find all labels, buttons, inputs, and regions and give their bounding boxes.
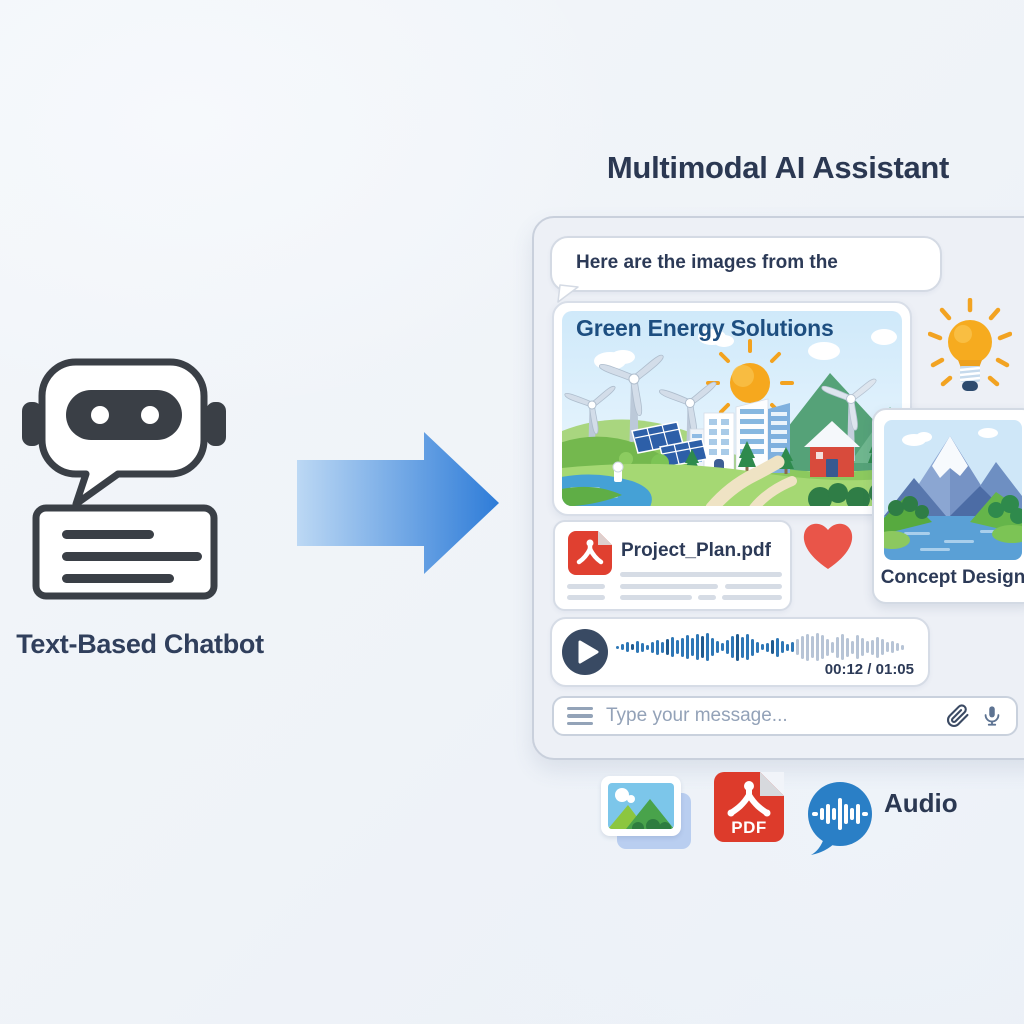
bubble-tail [557, 284, 579, 303]
image-icon-picture [608, 783, 674, 829]
audio-player[interactable]: 00:12 / 01:05 [550, 617, 930, 687]
heart-icon [803, 523, 853, 569]
microphone-icon[interactable] [981, 704, 1003, 728]
pdf-attachment-card[interactable]: Project_Plan.pdf [553, 520, 792, 611]
paperclip-icon[interactable] [946, 704, 970, 728]
pdf-filename: Project_Plan.pdf [621, 540, 771, 561]
audio-legend-label: Audio [884, 788, 958, 818]
assistant-message-bubble: Here are the images from the presentatio… [550, 236, 942, 323]
image-icon [601, 776, 681, 836]
page-title: Multimodal AI Assistant [606, 150, 950, 185]
left-caption: Text-Based Chatbot [16, 629, 264, 659]
concept-card-caption: Concept Design [880, 567, 1024, 588]
image-attachment-concept-design[interactable]: Concept Design [872, 408, 1024, 604]
play-button[interactable] [562, 629, 608, 675]
concept-design-illustration [884, 420, 1022, 560]
audio-time: 00:12 / 01:05 [824, 661, 914, 678]
message-input[interactable] [604, 704, 935, 728]
pdf-file-icon: PDF [714, 772, 784, 849]
green-card-title: Green Energy Solutions [576, 315, 834, 341]
hamburger-icon[interactable] [567, 706, 593, 726]
message-input-bar [552, 696, 1018, 736]
play-icon [578, 640, 599, 664]
pdf-icon-label: PDF [731, 818, 767, 837]
audio-bubble-icon [808, 782, 872, 855]
flow-arrow-icon [297, 432, 499, 574]
robot-icon [22, 358, 226, 600]
pdf-icon [568, 531, 612, 575]
lightbulb-icon [928, 298, 1012, 391]
image-attachment-green-energy[interactable]: Green Energy Solutions [552, 301, 912, 516]
audio-waveform[interactable] [616, 629, 910, 665]
